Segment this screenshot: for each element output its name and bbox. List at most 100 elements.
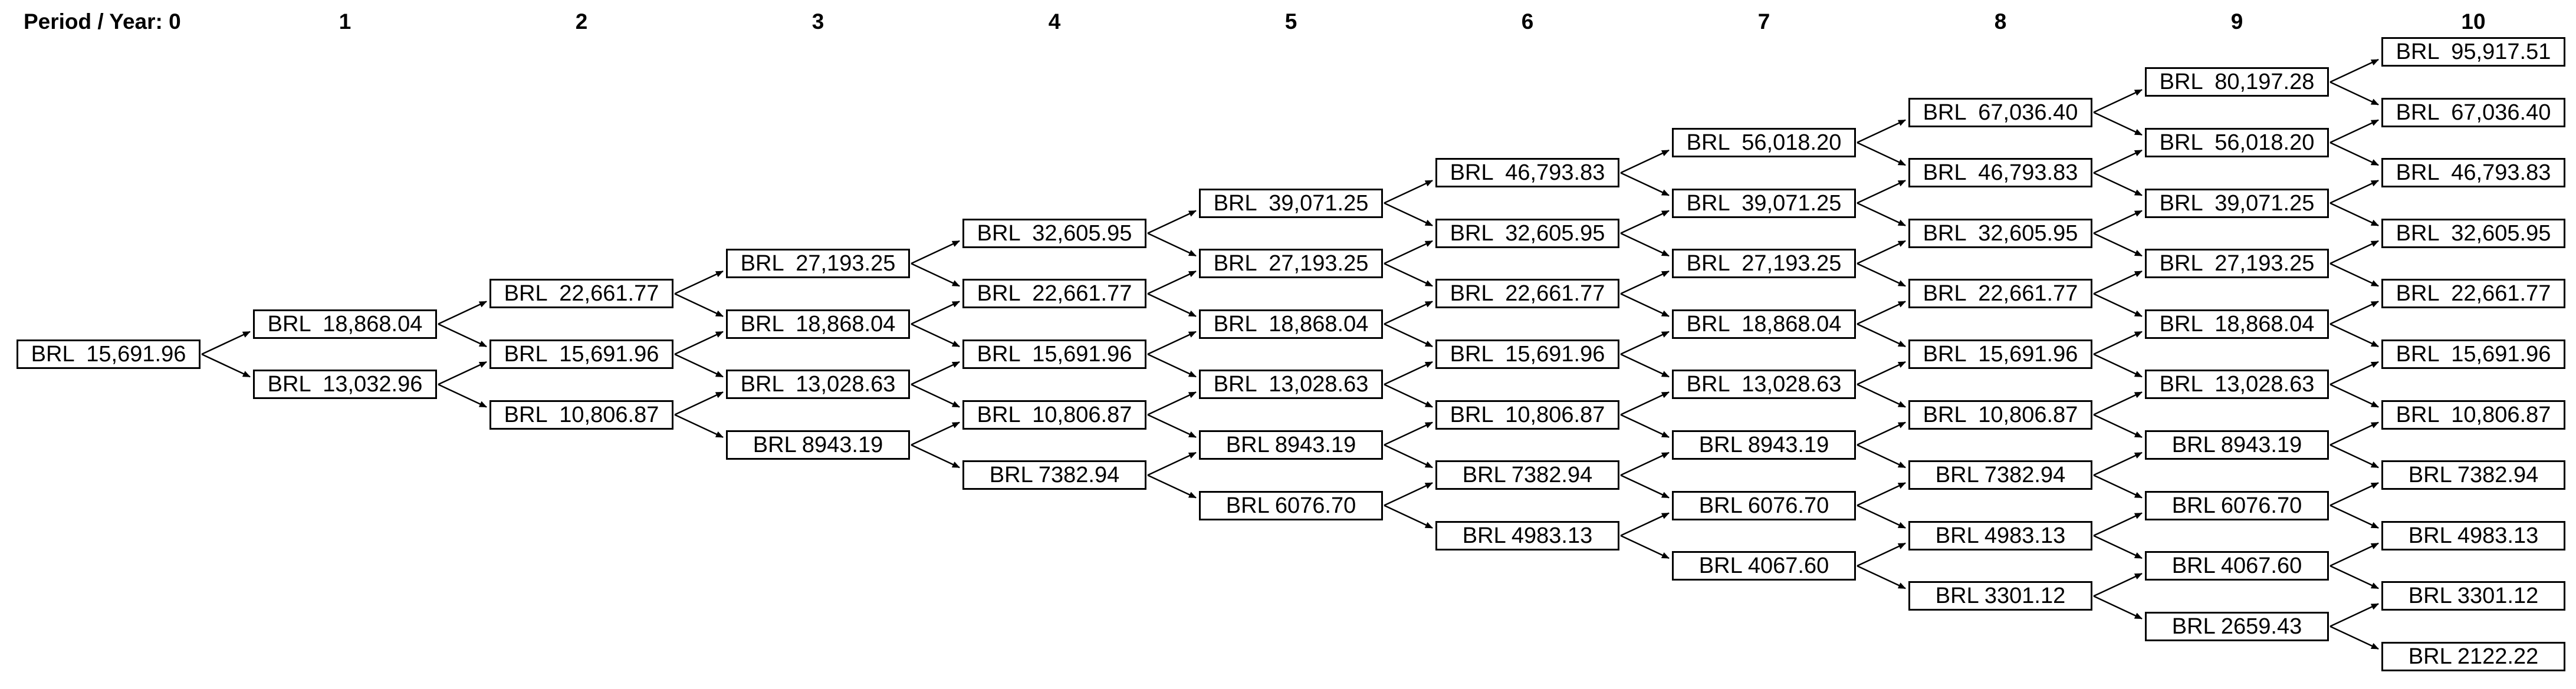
tree-arrow bbox=[1384, 384, 1433, 408]
tree-arrow bbox=[1147, 391, 1197, 416]
tree-arrow bbox=[1620, 270, 1670, 295]
tree-node: BRL 8943.19 bbox=[1672, 430, 1856, 460]
tree-arrow bbox=[1857, 202, 1906, 226]
tree-node: BRL 2122.22 bbox=[2381, 642, 2565, 671]
tree-arrow bbox=[1620, 353, 1670, 378]
tree-arrow bbox=[911, 384, 960, 408]
tree-node: BRL 13,028.63 bbox=[1199, 370, 1383, 400]
tree-arrow bbox=[911, 421, 960, 446]
tree-node: BRL 15,691.96 bbox=[1435, 339, 1619, 369]
tree-arrow bbox=[2329, 421, 2379, 446]
tree-arrow bbox=[2093, 331, 2143, 355]
tree-arrow bbox=[674, 353, 724, 378]
period-header: 8 bbox=[1994, 9, 2007, 34]
tree-arrow bbox=[2093, 535, 2143, 559]
tree-arrow bbox=[201, 353, 251, 378]
tree-node: BRL 15,691.96 bbox=[962, 339, 1146, 369]
tree-arrow bbox=[1384, 240, 1433, 265]
period-header: 7 bbox=[1757, 9, 1770, 34]
tree-arrow bbox=[1147, 331, 1197, 355]
tree-node: BRL 4067.60 bbox=[1672, 551, 1856, 581]
tree-node: BRL 13,032.96 bbox=[253, 370, 437, 400]
tree-arrow bbox=[201, 331, 251, 355]
period-header: 3 bbox=[811, 9, 824, 34]
tree-node: BRL 22,661.77 bbox=[962, 279, 1146, 309]
tree-arrow bbox=[2093, 391, 2143, 416]
tree-node: BRL 46,793.83 bbox=[2381, 158, 2565, 188]
tree-arrow bbox=[674, 391, 724, 416]
tree-node: BRL 22,661.77 bbox=[1435, 279, 1619, 309]
tree-node: BRL 13,028.63 bbox=[726, 370, 910, 400]
tree-node: BRL 15,691.96 bbox=[2381, 339, 2565, 369]
tree-arrow bbox=[1620, 293, 1670, 317]
tree-node: BRL 22,661.77 bbox=[1908, 279, 2092, 309]
tree-node: BRL 67,036.40 bbox=[1908, 97, 2092, 127]
tree-arrow bbox=[1620, 391, 1670, 416]
tree-arrow bbox=[2329, 361, 2379, 385]
tree-arrow bbox=[674, 331, 724, 355]
tree-arrow bbox=[1857, 240, 1906, 265]
tree-arrow bbox=[1384, 301, 1433, 325]
tree-node: BRL 46,793.83 bbox=[1435, 158, 1619, 188]
tree-node: BRL 56,018.20 bbox=[1672, 127, 1856, 157]
tree-node: BRL 4067.60 bbox=[2145, 551, 2329, 581]
tree-arrow bbox=[2329, 141, 2379, 166]
tree-arrow bbox=[438, 384, 487, 408]
tree-node: BRL 18,868.04 bbox=[1672, 309, 1856, 339]
tree-arrow bbox=[2329, 565, 2379, 589]
tree-arrow bbox=[1384, 482, 1433, 506]
tree-node: BRL 18,868.04 bbox=[2145, 309, 2329, 339]
period-header: 1 bbox=[339, 9, 351, 34]
tree-arrow bbox=[2093, 172, 2143, 196]
tree-node: BRL 8943.19 bbox=[2145, 430, 2329, 460]
period-header: 6 bbox=[1521, 9, 1534, 34]
tree-arrow bbox=[1857, 421, 1906, 446]
tree-arrow bbox=[1857, 482, 1906, 506]
tree-arrow bbox=[1857, 323, 1906, 348]
tree-arrow bbox=[1620, 535, 1670, 559]
tree-arrow bbox=[2329, 58, 2379, 83]
tree-node: BRL 10,806.87 bbox=[489, 400, 673, 430]
tree-arrow bbox=[1147, 451, 1197, 476]
tree-arrow bbox=[2329, 301, 2379, 325]
tree-arrow bbox=[1857, 565, 1906, 589]
tree-arrow bbox=[674, 414, 724, 439]
tree-node: BRL 95,917.51 bbox=[2381, 37, 2565, 67]
tree-arrow bbox=[1620, 331, 1670, 355]
tree-arrow bbox=[1857, 119, 1906, 144]
tree-arrow bbox=[2329, 323, 2379, 348]
tree-arrow bbox=[1620, 474, 1670, 499]
tree-arrow bbox=[2093, 232, 2143, 257]
tree-arrow bbox=[1620, 512, 1670, 536]
tree-arrow bbox=[2329, 180, 2379, 204]
tree-arrow bbox=[1620, 149, 1670, 174]
tree-arrow bbox=[2329, 262, 2379, 287]
tree-arrows bbox=[201, 58, 2379, 650]
tree-arrow bbox=[1384, 361, 1433, 385]
tree-node: BRL 39,071.25 bbox=[2145, 188, 2329, 218]
period-header: 10 bbox=[2461, 9, 2486, 34]
tree-node: BRL 6076.70 bbox=[1199, 490, 1383, 520]
tree-arrow bbox=[2093, 572, 2143, 597]
tree-node: BRL 15,691.96 bbox=[489, 339, 673, 369]
tree-node: BRL 27,193.25 bbox=[726, 249, 910, 279]
tree-node: BRL 22,661.77 bbox=[2381, 279, 2565, 309]
tree-node: BRL 15,691.96 bbox=[17, 339, 201, 369]
tree-arrow bbox=[911, 444, 960, 469]
tree-node: BRL 10,806.87 bbox=[1435, 400, 1619, 430]
tree-arrow bbox=[1147, 474, 1197, 499]
tree-node: BRL 13,028.63 bbox=[1672, 370, 1856, 400]
tree-node: BRL 3301.12 bbox=[1908, 581, 2092, 611]
tree-arrow bbox=[2093, 512, 2143, 536]
tree-node: BRL 3301.12 bbox=[2381, 581, 2565, 611]
tree-node: BRL 13,028.63 bbox=[2145, 370, 2329, 400]
tree-arrow bbox=[2329, 625, 2379, 650]
tree-arrow bbox=[1857, 384, 1906, 408]
tree-arrow bbox=[1147, 293, 1197, 317]
tree-arrow bbox=[1857, 141, 1906, 166]
tree-arrow bbox=[1147, 270, 1197, 295]
tree-arrow bbox=[1620, 232, 1670, 257]
tree-arrow bbox=[1147, 232, 1197, 257]
tree-arrow bbox=[2329, 482, 2379, 506]
